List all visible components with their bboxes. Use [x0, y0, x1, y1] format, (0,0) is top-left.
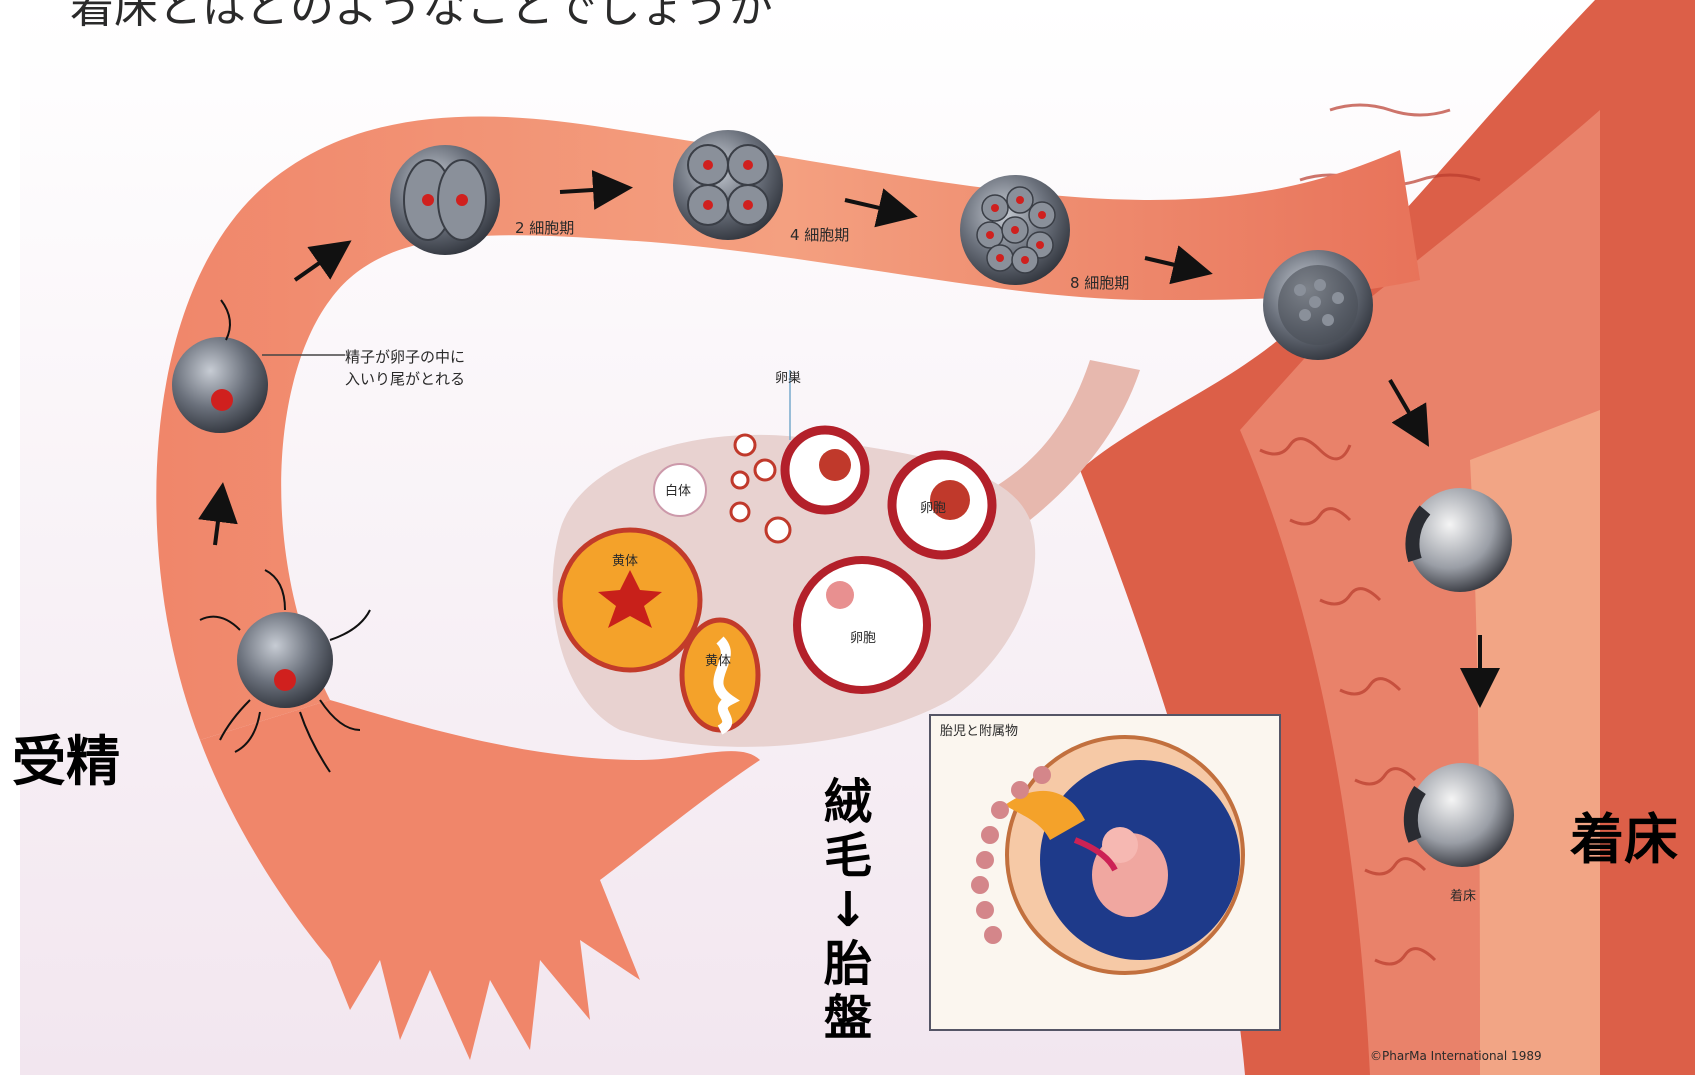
- morula: [1263, 250, 1373, 360]
- sperm-entry-note-2: 入いり尾がとれる: [345, 370, 465, 388]
- copyright: ©PharMa International 1989: [1370, 1049, 1542, 1063]
- fertilization-label: 受精: [12, 730, 120, 793]
- four-cell-label: 4 細胞期: [790, 226, 849, 244]
- white-body-label: 白体: [665, 483, 691, 499]
- sperm-entry-note-1: 精子が卵子の中に: [345, 348, 465, 366]
- follicle-label: 卵胞: [850, 631, 876, 646]
- svg-text:毛: 毛: [824, 828, 872, 884]
- implanting-blastocyst: [1410, 763, 1514, 867]
- blastocyst: [1408, 488, 1512, 592]
- svg-text:↓: ↓: [828, 882, 868, 938]
- follicle-3: [797, 560, 927, 690]
- four-cell-embryo: [673, 130, 783, 240]
- follicle-label-inner: 卵胞: [920, 501, 946, 516]
- svg-text:盤: 盤: [824, 990, 872, 1046]
- two-cell-label: 2 細胞期: [515, 219, 574, 237]
- implantation-small-label: 着床: [1450, 888, 1476, 904]
- svg-text:絨: 絨: [824, 774, 872, 830]
- svg-text:胎: 胎: [824, 936, 872, 992]
- implantation-label: 着床: [1569, 808, 1678, 871]
- eight-cell-label: 8 細胞期: [1070, 274, 1129, 292]
- header-title: 着床とはどのようなことでしょうか: [70, 0, 773, 33]
- corpus-luteum-large-label: 黄体: [612, 554, 638, 569]
- inset-title: 胎児と附属物: [940, 724, 1018, 739]
- villi-placenta-label: 絨 毛 ↓ 胎 盤: [824, 774, 872, 1046]
- corpus-luteum-small-label: 黄体: [705, 654, 731, 669]
- two-cell-embryo: [390, 145, 500, 255]
- ovary-label: 卵巣: [775, 371, 801, 386]
- eight-cell-embryo: [960, 175, 1070, 285]
- inset-fetus-panel: [930, 715, 1280, 1030]
